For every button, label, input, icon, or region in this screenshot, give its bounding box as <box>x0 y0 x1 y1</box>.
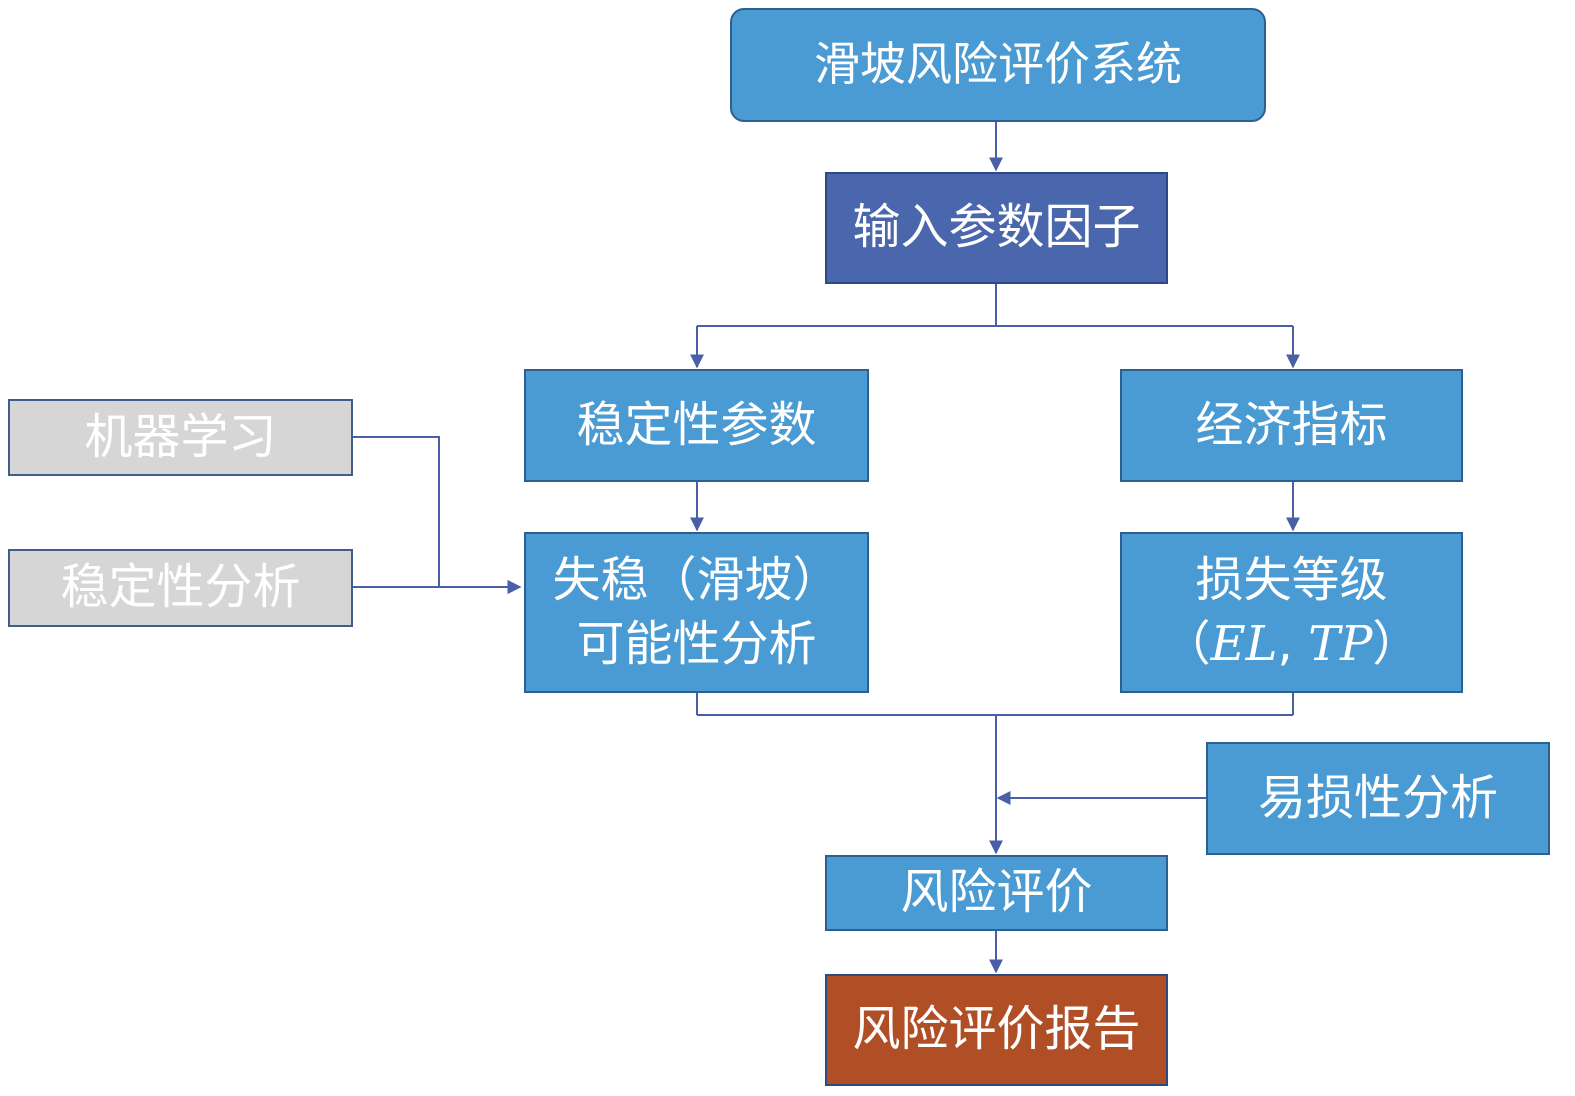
node-economic-index-label: 经济指标 <box>1195 396 1388 453</box>
node-stability-params: 稳定性参数 <box>524 369 869 482</box>
loss-grade-el: EL <box>1210 615 1278 672</box>
node-economic-index: 经济指标 <box>1120 369 1463 482</box>
node-loss-grade-line1: 损失等级 <box>1195 551 1388 608</box>
node-risk-assessment-label: 风险评价 <box>900 864 1093 921</box>
node-stability-params-label: 稳定性参数 <box>576 396 817 453</box>
node-risk-report-label: 风险评价报告 <box>852 1001 1141 1058</box>
node-vulnerability-analysis-label: 易损性分析 <box>1257 769 1498 826</box>
node-loss-grade: 损失等级 （EL, TP） <box>1120 532 1463 693</box>
node-loss-grade-line2: （EL, TP） <box>1163 616 1421 674</box>
node-vulnerability-analysis: 易损性分析 <box>1206 742 1550 855</box>
edge-ml-to-failure <box>352 436 522 594</box>
loss-grade-tp: TP <box>1308 615 1373 672</box>
node-machine-learning-label: 机器学习 <box>84 408 277 465</box>
node-risk-assessment: 风险评价 <box>825 855 1168 931</box>
node-input-factors-label: 输入参数因子 <box>852 199 1141 256</box>
node-stability-analysis: 稳定性分析 <box>8 549 353 627</box>
node-failure-probability-line2: 可能性分析 <box>576 615 817 672</box>
node-failure-probability: 失稳（滑坡） 可能性分析 <box>524 532 869 693</box>
node-machine-learning: 机器学习 <box>8 399 353 476</box>
loss-grade-paren-close: ） <box>1372 615 1421 672</box>
node-risk-report: 风险评价报告 <box>825 974 1168 1086</box>
loss-grade-separator: , <box>1277 615 1309 672</box>
node-system-title-label: 滑坡风险评价系统 <box>814 37 1182 92</box>
node-system-title: 滑坡风险评价系统 <box>730 8 1266 122</box>
node-stability-analysis-label: 稳定性分析 <box>60 559 301 616</box>
node-input-factors: 输入参数因子 <box>825 172 1168 284</box>
loss-grade-paren-open: （ <box>1162 615 1211 672</box>
node-failure-probability-line1: 失稳（滑坡） <box>552 551 841 608</box>
